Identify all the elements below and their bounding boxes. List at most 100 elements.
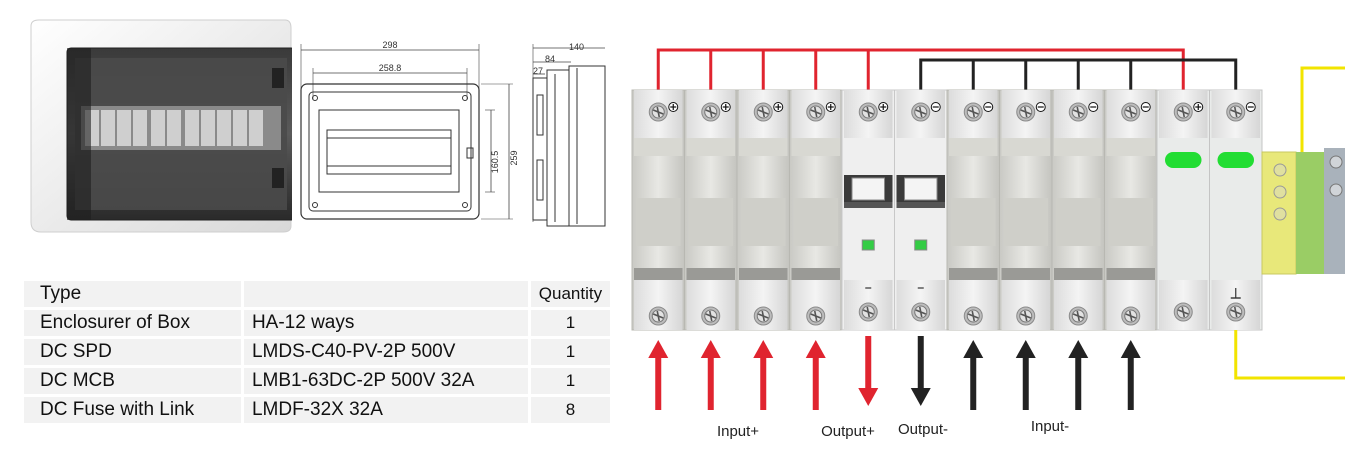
mcb-handle [904,177,938,201]
row-model: HA-12 ways [240,310,528,336]
front-dimension-drawing: 298 258.8 160.5 259 [295,40,525,230]
row-type: Enclosurer of Box [24,310,241,336]
earth-rail [1296,152,1324,274]
row-model: LMDS-C40-PV-2P 500V [240,339,528,365]
fuse-groove [791,268,840,280]
fuse-groove [1106,268,1155,280]
spd-indicator [1165,152,1202,168]
module-fuse [1051,89,1105,331]
wiring-diagram: Input+ Output+ Output- Input- [620,40,1350,445]
module-fuse [999,89,1053,331]
bom-table: Type Quantity Enclosurer of Box HA-12 wa… [24,278,610,426]
header-quantity: Quantity [527,281,610,307]
fuse-link [951,198,996,246]
fuse-shoulder [634,138,683,156]
output-arrow [917,336,924,388]
spd-bottom-screw-slot [1233,306,1238,318]
fuse-bottom-screw-slot [1023,310,1028,322]
fuse-bottom-screw-slot [813,310,818,322]
spd-indicator [1217,152,1254,168]
mcb-bottom-screw-slot [866,306,871,318]
spd-top-screw-slot [1233,106,1238,118]
modules-row [631,89,1263,331]
fuse-link [741,198,786,246]
fuse-groove [686,268,735,280]
module-mcb [894,89,948,331]
table-row: DC MCB LMB1-63DC-2P 500V 32A 1 [24,368,610,394]
module-fuse [631,89,685,331]
row-type: DC MCB [24,368,241,394]
earth-screw [1273,163,1287,177]
input-arrow [970,358,977,410]
earth-screw [1273,207,1287,221]
fuse-shoulder [791,138,840,156]
fuse-top-screw-slot [971,106,976,118]
output-arrow-head [858,388,879,406]
fuse-link [1003,198,1048,246]
row-qty: 1 [527,310,610,336]
input-arrow-head [1015,340,1036,358]
input-arrow-head [648,340,669,358]
module-spd [1156,89,1210,331]
label-input-plus: Input+ [717,423,759,440]
label-output-plus: Output+ [821,423,875,440]
fuse-top-screw-slot [656,106,661,118]
fuse-top-screw-slot [1128,106,1133,118]
fuse-shoulder [949,138,998,156]
fuse-groove [739,268,788,280]
clamp-screw [1329,183,1343,197]
input-arrow-head [753,340,774,358]
fuse-groove [949,268,998,280]
module-fuse [684,89,738,331]
table-row: DC Fuse with Link LMDF-32X 32A 8 [24,397,610,423]
fuse-groove [1054,268,1103,280]
fuse-bottom-screw-slot [971,310,976,322]
output-arrow [865,336,872,388]
mcb-handle-base [896,202,945,208]
mcb-indicator [861,239,875,251]
arrows [648,336,1141,410]
spd-top-screw-slot [1181,106,1186,118]
input-arrow-head [805,340,826,358]
mcb-handle-base [844,202,893,208]
fuse-bottom-screw-slot [761,310,766,322]
fuse-top-screw-slot [1023,106,1028,118]
input-arrow-head [700,340,721,358]
module-fuse [1104,89,1158,331]
fuse-link [793,198,838,246]
fuse-shoulder [686,138,735,156]
mcb-bottom-screw-slot [918,306,923,318]
row-qty: 8 [527,397,610,423]
fuse-shoulder [1001,138,1050,156]
module-spd [1209,89,1263,331]
row-type: DC Fuse with Link [24,397,241,423]
fuse-shoulder [1054,138,1103,156]
table-row: DC SPD LMDS-C40-PV-2P 500V 1 [24,339,610,365]
mcb-handle [851,177,885,201]
row-model: LMB1-63DC-2P 500V 32A [240,368,528,394]
table-header-row: Type Quantity [24,281,610,307]
fuse-link [688,198,733,246]
clamp-screw [1329,155,1343,169]
fuse-top-screw-slot [708,106,713,118]
dim-width-inner: 258.8 [379,63,402,73]
fuse-link [1056,198,1101,246]
row-qty: 1 [527,339,610,365]
module-mcb [841,89,895,331]
output-arrow-head [910,388,931,406]
row-type: DC SPD [24,339,241,365]
input-arrow-head [963,340,984,358]
input-arrow [1127,358,1134,410]
label-input-minus: Input- [1031,418,1069,435]
fuse-link [636,198,681,246]
row-model: LMDF-32X 32A [240,397,528,423]
fuse-bottom-screw-slot [708,310,713,322]
input-arrow [655,358,662,410]
earth-wire [1234,66,1350,380]
dim-depth-mid: 84 [545,54,555,64]
dim-depth-outer: 140 [569,42,584,52]
input-arrow [812,358,819,410]
fuse-top-screw-slot [761,106,766,118]
earth-clamp [1324,148,1348,274]
header-type: Type [24,281,241,307]
